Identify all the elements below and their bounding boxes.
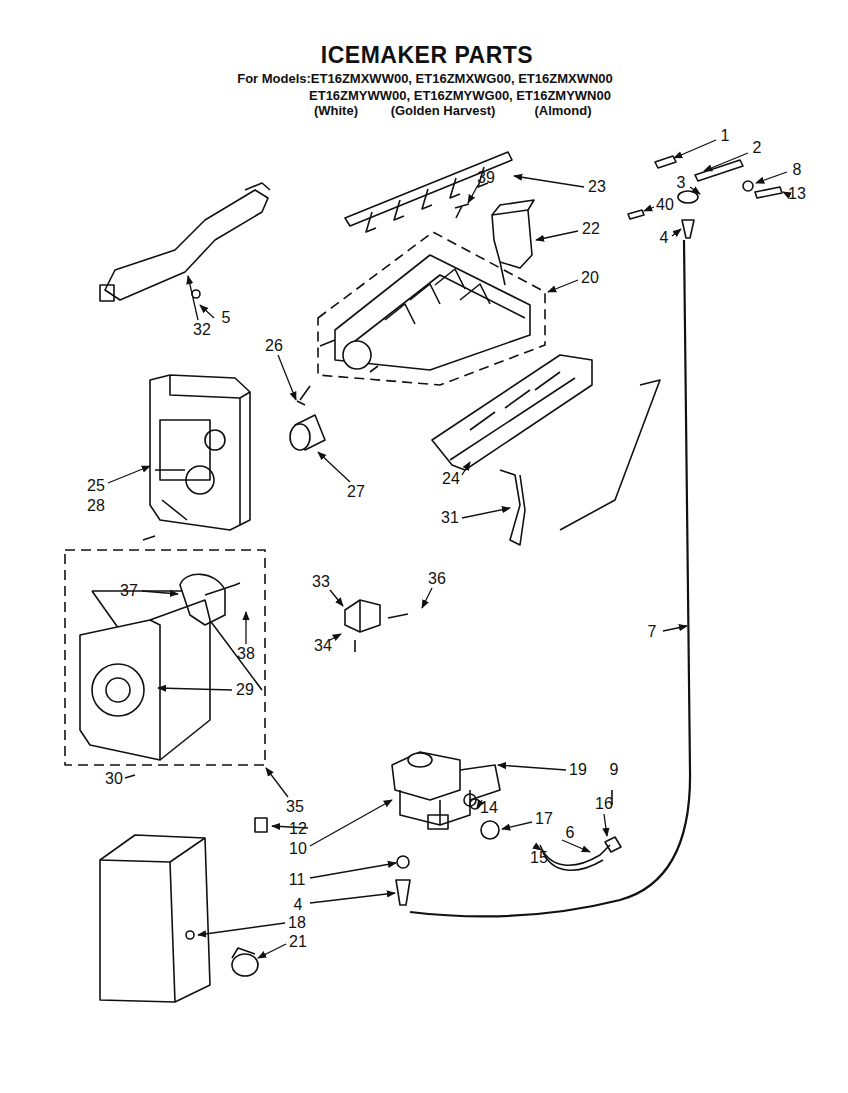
model-note: For Models:ET16ZMXWW00, ET16ZMXWG00, ET1… [237,72,613,86]
callout-number: 39 [477,169,495,187]
callout-number: 28 [87,497,105,515]
callout-number: 8 [793,161,802,179]
callout-number: 15 [530,849,548,867]
callout-number: 26 [265,337,283,355]
model-note: (White) [314,104,358,118]
callout-number: 16 [595,795,613,813]
callout-number: 13 [788,185,806,203]
callout-number: 35 [286,798,304,816]
callout-number: 12 [289,820,307,838]
callout-number: 20 [581,269,599,287]
callout-number: 11 [289,871,306,889]
callout-number: 30 [105,770,123,788]
callout-number: 22 [582,220,600,238]
callout-number: 27 [347,483,365,501]
model-note: ET16ZMYWW00, ET16ZMYWG00, ET16ZMYWN00 [309,89,611,103]
callout-number: 29 [236,681,254,699]
callout-number: 10 [289,840,307,858]
callout-number: 33 [312,573,330,591]
callout-number: 4 [294,896,303,914]
callout-number: 3 [677,174,686,192]
model-note: (Golden Harvest) [391,104,496,118]
callout-number: 25 [87,477,105,495]
callout-number: 40 [656,196,674,214]
callout-number: 4 [660,229,669,247]
callout-number: 36 [428,570,446,588]
callout-number: 21 [289,933,307,951]
callout-number: 23 [588,178,606,196]
callout-number: 37 [120,582,138,600]
callout-number: 14 [480,799,498,817]
callout-number: 17 [535,810,553,828]
callout-number: 5 [222,309,231,327]
callout-number: 24 [442,470,460,488]
callout-number: 32 [193,321,211,339]
callout-number: 1 [721,127,730,145]
callout-number: 7 [648,623,657,641]
callout-number: 2 [753,139,762,157]
model-note: (Almond) [534,104,591,118]
callout-number: 18 [288,914,306,932]
callout-number: 34 [314,637,332,655]
diagram-title: ICEMAKER PARTS [321,43,533,68]
callout-number: 31 [441,509,459,527]
callout-number: 6 [566,824,575,842]
callout-number: 38 [237,645,255,663]
callout-number: 19 [569,761,587,779]
callout-number: 9 [610,761,619,779]
